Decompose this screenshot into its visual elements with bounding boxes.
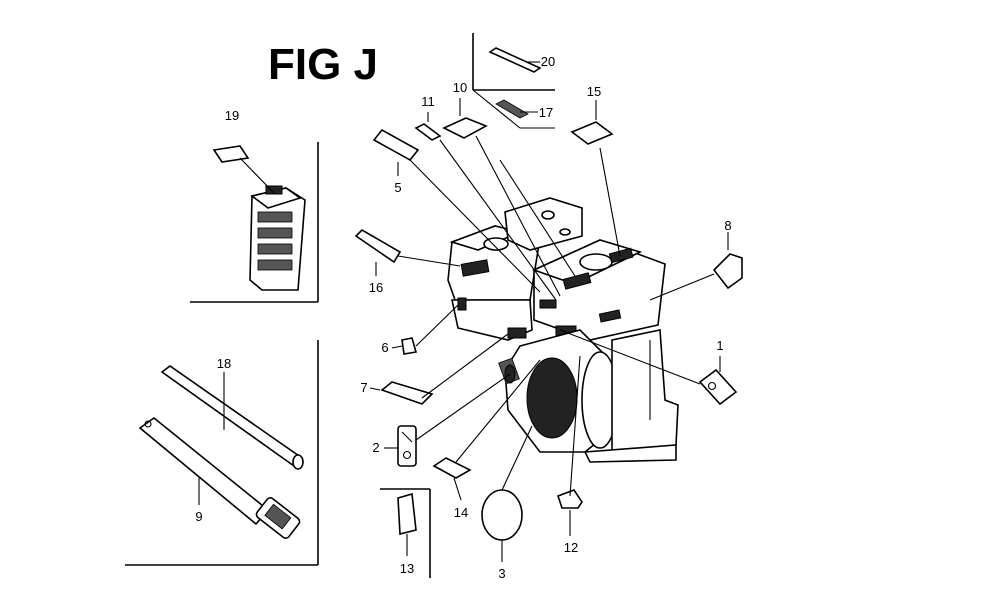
- callout-13: 13: [400, 561, 414, 576]
- callout-11: 11: [421, 94, 435, 109]
- callout-1: 1: [716, 338, 723, 353]
- label-3-disc: [481, 489, 523, 541]
- callout-2: 2: [372, 440, 379, 455]
- callout-19: 19: [225, 108, 239, 123]
- spark-plug-wrench-9: [138, 416, 301, 539]
- label-1-plate: [698, 368, 738, 406]
- callout-3: 3: [498, 566, 505, 581]
- label-20-sticker: [488, 47, 542, 73]
- callout-14: 14: [454, 505, 468, 520]
- panel-frame-tools: [125, 340, 319, 566]
- callout-18: 18: [217, 356, 231, 371]
- label-6-sticker: [401, 337, 418, 355]
- callout-17: 17: [539, 105, 553, 120]
- engine-assembly: [447, 197, 679, 463]
- panel-frame-top-labels: [472, 33, 555, 129]
- label-7-sticker: [380, 381, 434, 405]
- label-11-sticker: [414, 112, 442, 141]
- air-cleaner-cover: [249, 185, 306, 291]
- callout-numbers: 1 2 3 5 6 7 8 9 10 11 12 13 14 15 16 17 …: [195, 54, 731, 581]
- callout-16: 16: [369, 280, 383, 295]
- label-19-sticker: [212, 145, 275, 194]
- callout-9: 9: [195, 509, 202, 524]
- label-16-sticker: [354, 228, 402, 276]
- label-15-sticker: [570, 100, 614, 145]
- callout-20: 20: [541, 54, 555, 69]
- callout-5: 5: [394, 180, 401, 195]
- tool-bar-18: [160, 365, 304, 470]
- label-5-sticker: [372, 128, 420, 176]
- label-13-sticker: [397, 492, 417, 536]
- label-12-sticker: [556, 489, 583, 509]
- callout-ticks: [198, 345, 721, 562]
- panel-frame-label-13: [380, 488, 431, 578]
- callout-8: 8: [724, 218, 731, 233]
- figure-title: FIG J: [268, 40, 378, 89]
- callout-7: 7: [360, 380, 367, 395]
- label-8-sticker: [712, 232, 743, 290]
- callout-15: 15: [587, 84, 601, 99]
- panel-frame-air-cleaner: [190, 142, 319, 303]
- callout-6: 6: [381, 340, 388, 355]
- label-2-plate: [397, 425, 417, 467]
- label-10-sticker: [442, 98, 488, 139]
- callout-10: 10: [453, 80, 467, 95]
- leader-lines: [397, 135, 715, 497]
- label-14-sticker: [432, 457, 472, 479]
- label-17-sticker: [495, 99, 538, 119]
- callout-12: 12: [564, 540, 578, 555]
